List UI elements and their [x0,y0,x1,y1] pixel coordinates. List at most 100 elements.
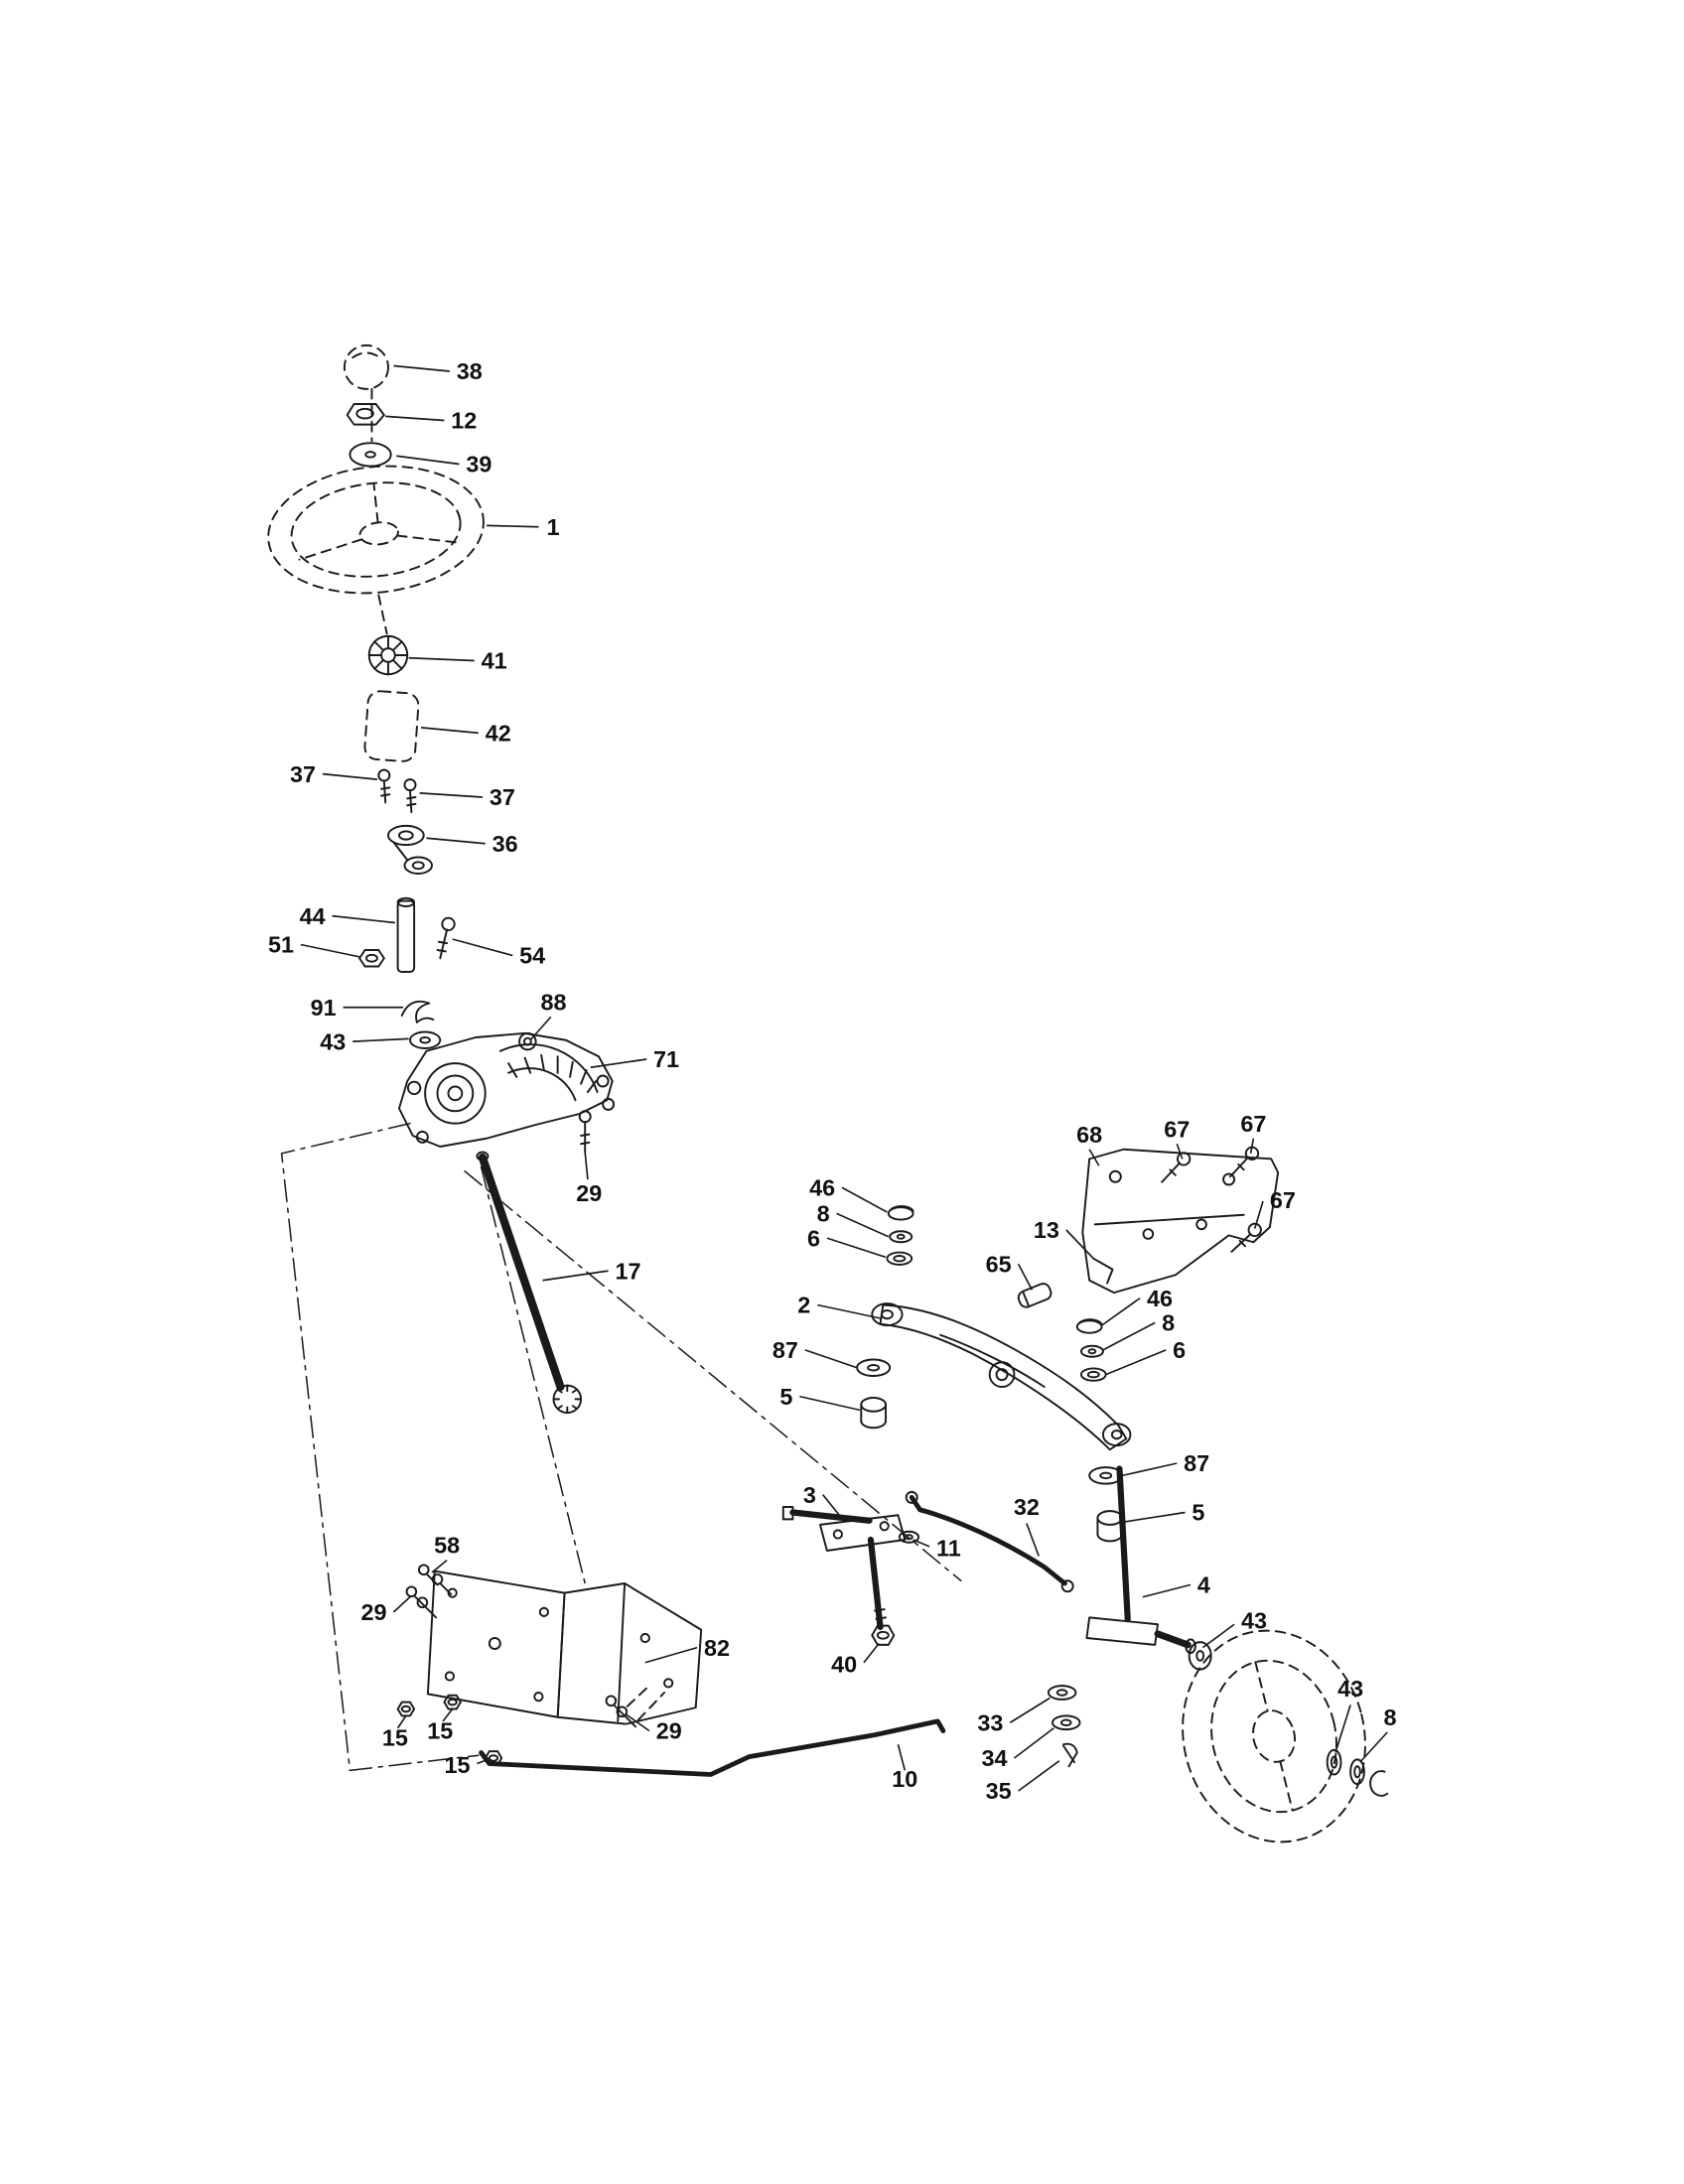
callout-leader-58-47 [431,1559,448,1573]
part-2-front-axle [871,1302,1132,1451]
callout-leader-36-8 [426,837,486,845]
callout-label-37-6: 37 [290,761,316,787]
callout-leader-71-15 [590,1058,647,1069]
callout-label-67-21: 67 [1270,1187,1296,1213]
callout-leader-37-7 [419,792,484,798]
callout-label-91-12: 91 [311,995,337,1021]
part-11-washer [898,1530,920,1544]
callout-leader-29-52 [626,1713,650,1732]
callout-leader-15-49 [396,1714,407,1729]
callout-leader-65-23 [1017,1263,1034,1291]
callout-label-29-52: 29 [656,1718,682,1744]
part-37-screw-right [403,778,417,814]
front-axle-assembly [781,1205,1212,1768]
part-17-steering-shaft-lower [476,1151,583,1415]
callout-leader-33-41 [1009,1697,1051,1723]
part-46-cap-right [1075,1318,1103,1334]
callout-label-36-8: 36 [492,831,518,857]
callout-leader-15-50 [442,1707,454,1722]
callout-leader-8-46 [1359,1731,1388,1763]
callout-leader-29-48 [392,1594,412,1613]
callout-label-11-36: 11 [936,1536,961,1562]
part-58-screws [417,1564,453,1595]
callout-leader-34-42 [1013,1727,1054,1759]
part-12-hex-nut [346,403,385,426]
callout-leader-87-28 [804,1349,858,1369]
callout-leader-46-24 [841,1186,888,1213]
callout-label-46-24: 46 [809,1175,835,1201]
part-43-washer-spindle [1188,1641,1212,1671]
e-ring-clip [1369,1770,1389,1797]
callout-leader-87-33 [1122,1462,1178,1477]
part-15-nut-1 [396,1701,416,1717]
part-43-washer-upper [409,1030,442,1049]
callout-leader-10-44 [897,1744,907,1771]
callout-label-40-39: 40 [831,1651,857,1677]
callout-leader-3-35 [822,1494,840,1516]
callout-leader-6-32 [1105,1349,1167,1376]
callout-label-38-0: 38 [457,358,483,384]
callout-label-58-47: 58 [434,1533,460,1559]
callout-leader-38-0 [393,364,450,372]
callout-label-3-35: 3 [803,1482,816,1508]
wheel-hardware [1326,1748,1389,1797]
part-15-nut-3 [484,1750,503,1766]
callout-label-54-10: 54 [519,943,545,969]
callout-leader-13-22 [1065,1229,1094,1260]
part-6-washer-left [886,1251,913,1266]
callout-label-33-41: 33 [977,1710,1003,1736]
part-91-retainer-clip [400,1000,435,1024]
part-71-gear-housing [398,1031,614,1148]
part-88-adjust-pin [518,1031,537,1051]
callout-label-6-26: 6 [807,1225,820,1251]
callout-leader-35-43 [1018,1760,1060,1792]
part-15-nut-2 [443,1694,462,1710]
part-10-steering-rod [479,1718,946,1777]
callout-leader-40-39 [863,1642,880,1664]
part-37-screw-left [377,768,391,804]
callout-label-82-53: 82 [704,1635,730,1661]
callout-label-41-4: 41 [482,648,507,674]
part-43-washer-wheel [1326,1748,1342,1776]
part-6-washer-right [1079,1367,1107,1382]
callout-leader-8-31 [1102,1321,1156,1351]
callout-leader-43-45 [1334,1705,1351,1753]
callout-label-10-44: 10 [892,1766,917,1792]
part-39-washer [349,442,392,468]
callout-leader-54-10 [452,938,513,957]
callout-label-39-2: 39 [466,452,491,478]
callout-leader-51-11 [300,943,360,958]
callout-label-2-27: 2 [797,1293,810,1318]
callout-label-51-11: 51 [268,932,294,958]
callout-label-87-33: 87 [1184,1450,1209,1476]
part-8-washer-right [1079,1344,1104,1358]
callout-label-34-42: 34 [982,1745,1008,1771]
part-51-nut [358,949,385,968]
callout-leader-17-17 [542,1270,609,1282]
callout-label-29-48: 29 [361,1599,387,1625]
axle-support-bracket-rear [1017,1146,1280,1308]
callout-leader-11-36 [912,1539,930,1548]
callout-label-8-25: 8 [817,1201,830,1227]
part-87-washer-left [856,1358,892,1377]
alignment-centerlines [280,1122,962,1772]
callout-label-67-20: 67 [1240,1111,1266,1137]
callout-label-15-50: 15 [427,1718,453,1744]
callout-label-43-40: 43 [1241,1607,1267,1633]
callout-label-37-7: 37 [490,784,515,810]
part-34-washer [1052,1714,1081,1731]
dash-support-bracket [396,1564,703,1766]
callout-label-67-19: 67 [1164,1116,1190,1142]
part-44-steering-shaft-upper [396,896,416,973]
callout-label-42-5: 42 [486,721,511,747]
callout-leader-15-51 [477,1758,489,1765]
callout-label-8-31: 8 [1162,1310,1175,1336]
steering-column-assembly [267,343,485,1049]
callout-leader-41-4 [408,656,475,662]
callout-label-15-49: 15 [382,1725,408,1751]
callout-label-87-28: 87 [772,1337,798,1363]
part-46-cap-left [887,1205,914,1221]
